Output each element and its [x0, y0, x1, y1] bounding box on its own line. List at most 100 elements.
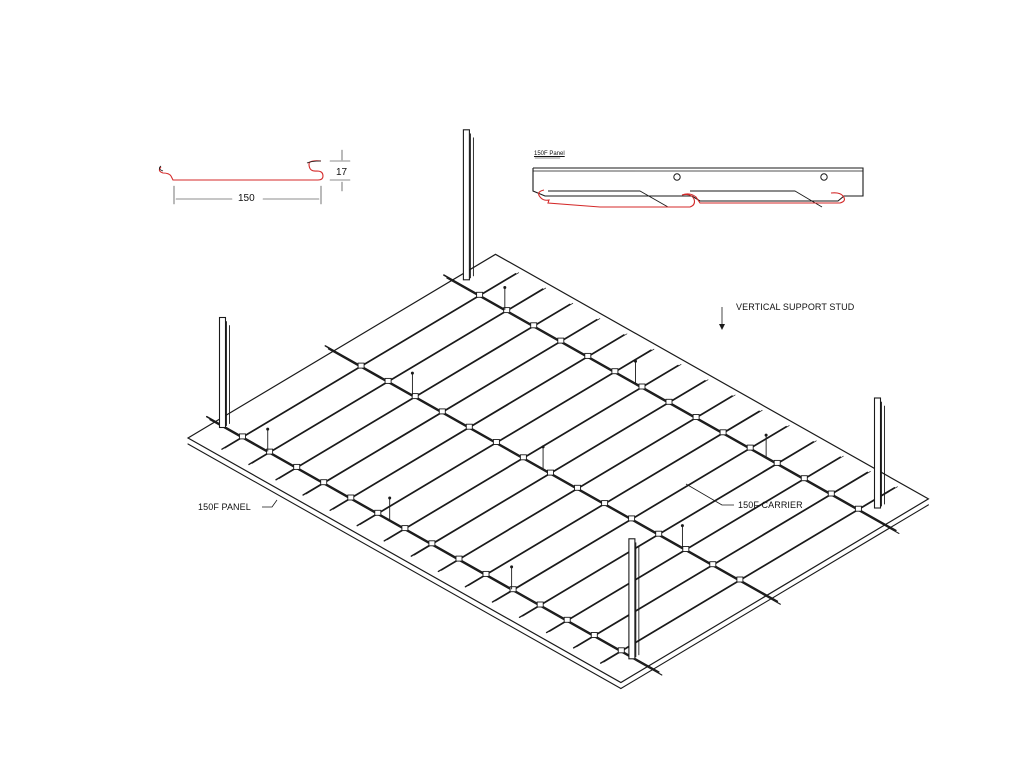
carrier-clip: [519, 454, 527, 461]
panel-profile-shape: [158, 160, 324, 181]
carrier-clip: [357, 362, 365, 369]
panel-sheet-right-edge: [620, 504, 929, 690]
support-stud: [462, 129, 470, 281]
hanger-rod-top: [634, 359, 637, 363]
panel-batten: [410, 380, 706, 557]
carrier-clip: [557, 337, 565, 344]
panel-batten: [413, 379, 709, 556]
panel-batten: [356, 349, 652, 527]
panel-batten: [329, 334, 625, 512]
panel-batten: [468, 409, 763, 587]
carrier-clip: [293, 463, 301, 470]
panel-batten: [491, 425, 787, 603]
carrier-clip: [428, 540, 436, 547]
carrier-clip: [374, 509, 382, 516]
panel-batten: [572, 471, 869, 649]
carrier-clip: [503, 307, 511, 314]
carrier-clip: [401, 525, 409, 532]
carrier-clip: [665, 398, 673, 405]
carrier-rail: [209, 419, 663, 676]
panel-battens: [221, 272, 898, 664]
panel-sheet-front-edge: [187, 443, 622, 690]
support-stud: [628, 538, 636, 660]
carrier-clip: [682, 546, 690, 552]
carrier-rail: [446, 277, 900, 534]
callout-leaders: [262, 307, 734, 508]
panel-batten: [495, 425, 790, 602]
carrier-clip: [563, 616, 571, 623]
hanger-rod-top: [503, 286, 507, 289]
profile-width-dimension: 150: [238, 193, 255, 204]
carrier-clip: [455, 555, 463, 562]
carrier-clip: [574, 484, 581, 491]
panel-batten: [224, 272, 520, 449]
hanger-rod-top: [764, 433, 768, 437]
vertical-support-stud-label: VERTICAL SUPPORT STUD: [736, 302, 855, 312]
carrier-hole: [673, 173, 681, 181]
hanger-rods: [266, 286, 768, 590]
panel-batten: [221, 273, 517, 450]
support-stud-arrow: [719, 324, 725, 330]
panel-batten: [437, 395, 733, 573]
carrier-section-detail: [532, 157, 864, 208]
carrier-clip: [800, 475, 808, 482]
carrier-clip: [854, 505, 862, 512]
carrier-clip: [320, 479, 328, 486]
carrier-clip: [536, 601, 544, 608]
carrier-tooth-edge: [690, 190, 823, 208]
panel-batten: [302, 318, 598, 496]
panel-batten: [359, 348, 655, 525]
carrier-clip: [601, 500, 609, 507]
carrier-clip: [617, 647, 625, 654]
carrier-panel-profile: [538, 189, 845, 208]
carrier-clip: [482, 570, 490, 577]
hanger-rod-top: [266, 427, 270, 431]
carrier-hole: [820, 173, 828, 181]
carrier-leader: [685, 483, 734, 506]
panel-batten: [278, 302, 574, 480]
panel-batten: [576, 471, 871, 648]
hanger-rod-top: [388, 496, 392, 500]
carrier-clip: [509, 586, 517, 593]
carrier-clip: [547, 469, 554, 476]
panel-profile-detail: [158, 149, 351, 205]
support-stud: [873, 397, 882, 509]
support-stud: [218, 316, 227, 429]
carrier-label: 150F CARRIER: [738, 500, 803, 510]
hanger-rod-top: [510, 565, 514, 569]
panel-batten: [332, 333, 628, 510]
panel-leader: [262, 499, 278, 508]
panel-batten: [600, 486, 896, 664]
carrier-clip: [239, 433, 246, 440]
panel-batten: [275, 303, 571, 481]
panel-profile-edge: [159, 160, 322, 172]
carrier-clip: [584, 352, 592, 359]
panel-batten: [386, 364, 682, 541]
carrier-clip: [709, 561, 717, 568]
hanger-rod-top: [680, 524, 684, 528]
carrier-clip: [530, 322, 538, 329]
carrier-tooth-edge: [548, 190, 669, 208]
panel-batten: [251, 287, 547, 464]
carrier-clip: [827, 490, 835, 497]
panel-batten: [603, 486, 898, 663]
carrier-clip: [347, 494, 355, 501]
panel-batten: [305, 318, 601, 495]
carrier-clip: [773, 459, 781, 466]
carrier-clip: [492, 439, 500, 445]
carrier-clip: [692, 414, 700, 420]
carrier-outline: [532, 167, 864, 202]
carrier-clip: [590, 632, 598, 638]
carriers: [206, 274, 900, 676]
carrier-clip: [465, 423, 473, 430]
panel-batten: [383, 364, 679, 542]
carrier-clip: [611, 368, 619, 375]
panel-batten: [549, 455, 844, 632]
vertical-support-studs: [218, 129, 885, 660]
hanger-rod-top: [410, 371, 414, 375]
hanger-rod-top: [541, 445, 545, 449]
panel-batten: [518, 441, 815, 618]
carrier-clip: [628, 515, 636, 522]
